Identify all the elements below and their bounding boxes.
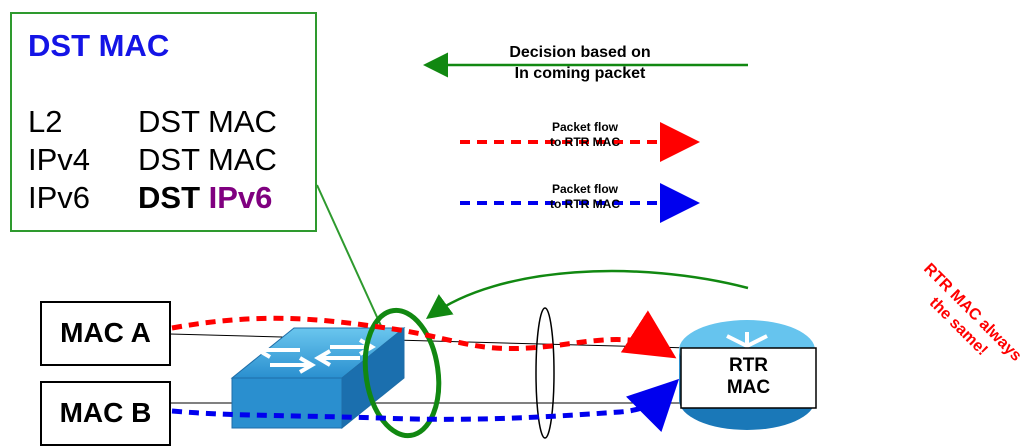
legend-row-ipv6-layer: IPv6: [28, 180, 91, 215]
blue-packet-flow: [171, 378, 680, 432]
host-mac-b: MAC B: [40, 381, 171, 446]
legend-row-ipv6-key: DST IPv6: [138, 180, 272, 216]
legend-row-ipv4-key: DST MAC: [138, 142, 277, 177]
legend-row-ipv4-layer: IPv4: [28, 142, 91, 177]
decision-curve-arrow: [425, 269, 749, 319]
router-label-line2: MAC: [726, 377, 771, 398]
red-flow-label: Packet flow to RTR MAC: [520, 120, 650, 150]
lookup-legend-box: DST MAC L2 DST MAC IPv4 DST MAC IPv6 DST…: [10, 12, 317, 232]
legend-row-l2-key: DST MAC: [138, 104, 277, 139]
legend-title: DST MAC: [28, 28, 170, 63]
legend-row-ipv6-key-suffix: IPv6: [208, 180, 273, 215]
blue-flow-label-line1: Packet flow: [551, 182, 619, 196]
blue-flow-label-line2: to RTR MAC: [550, 197, 620, 211]
legend-row-ipv6-key-prefix: DST: [138, 180, 200, 215]
red-flow-label-line1: Packet flow: [551, 120, 619, 134]
decision-label: Decision based on In coming packet: [470, 42, 690, 84]
switch-port-ellipse: [362, 307, 442, 439]
router-label-line1: RTR: [728, 355, 769, 376]
legend-row-l2-layer: L2: [28, 104, 63, 139]
host-mac-a: MAC A: [40, 301, 171, 366]
red-flow-label-line2: to RTR MAC: [550, 135, 620, 149]
router-mac-label: RTR MAC: [681, 355, 816, 399]
decision-label-line1: Decision based on: [509, 44, 651, 61]
router-mac-box: [680, 347, 817, 409]
decision-label-line2: In coming packet: [514, 65, 646, 82]
legend-connector-line: [316, 184, 383, 329]
port-channel-ellipse: [535, 307, 555, 439]
blue-flow-label: Packet flow to RTR MAC: [520, 182, 650, 212]
red-packet-flow: [171, 310, 677, 359]
